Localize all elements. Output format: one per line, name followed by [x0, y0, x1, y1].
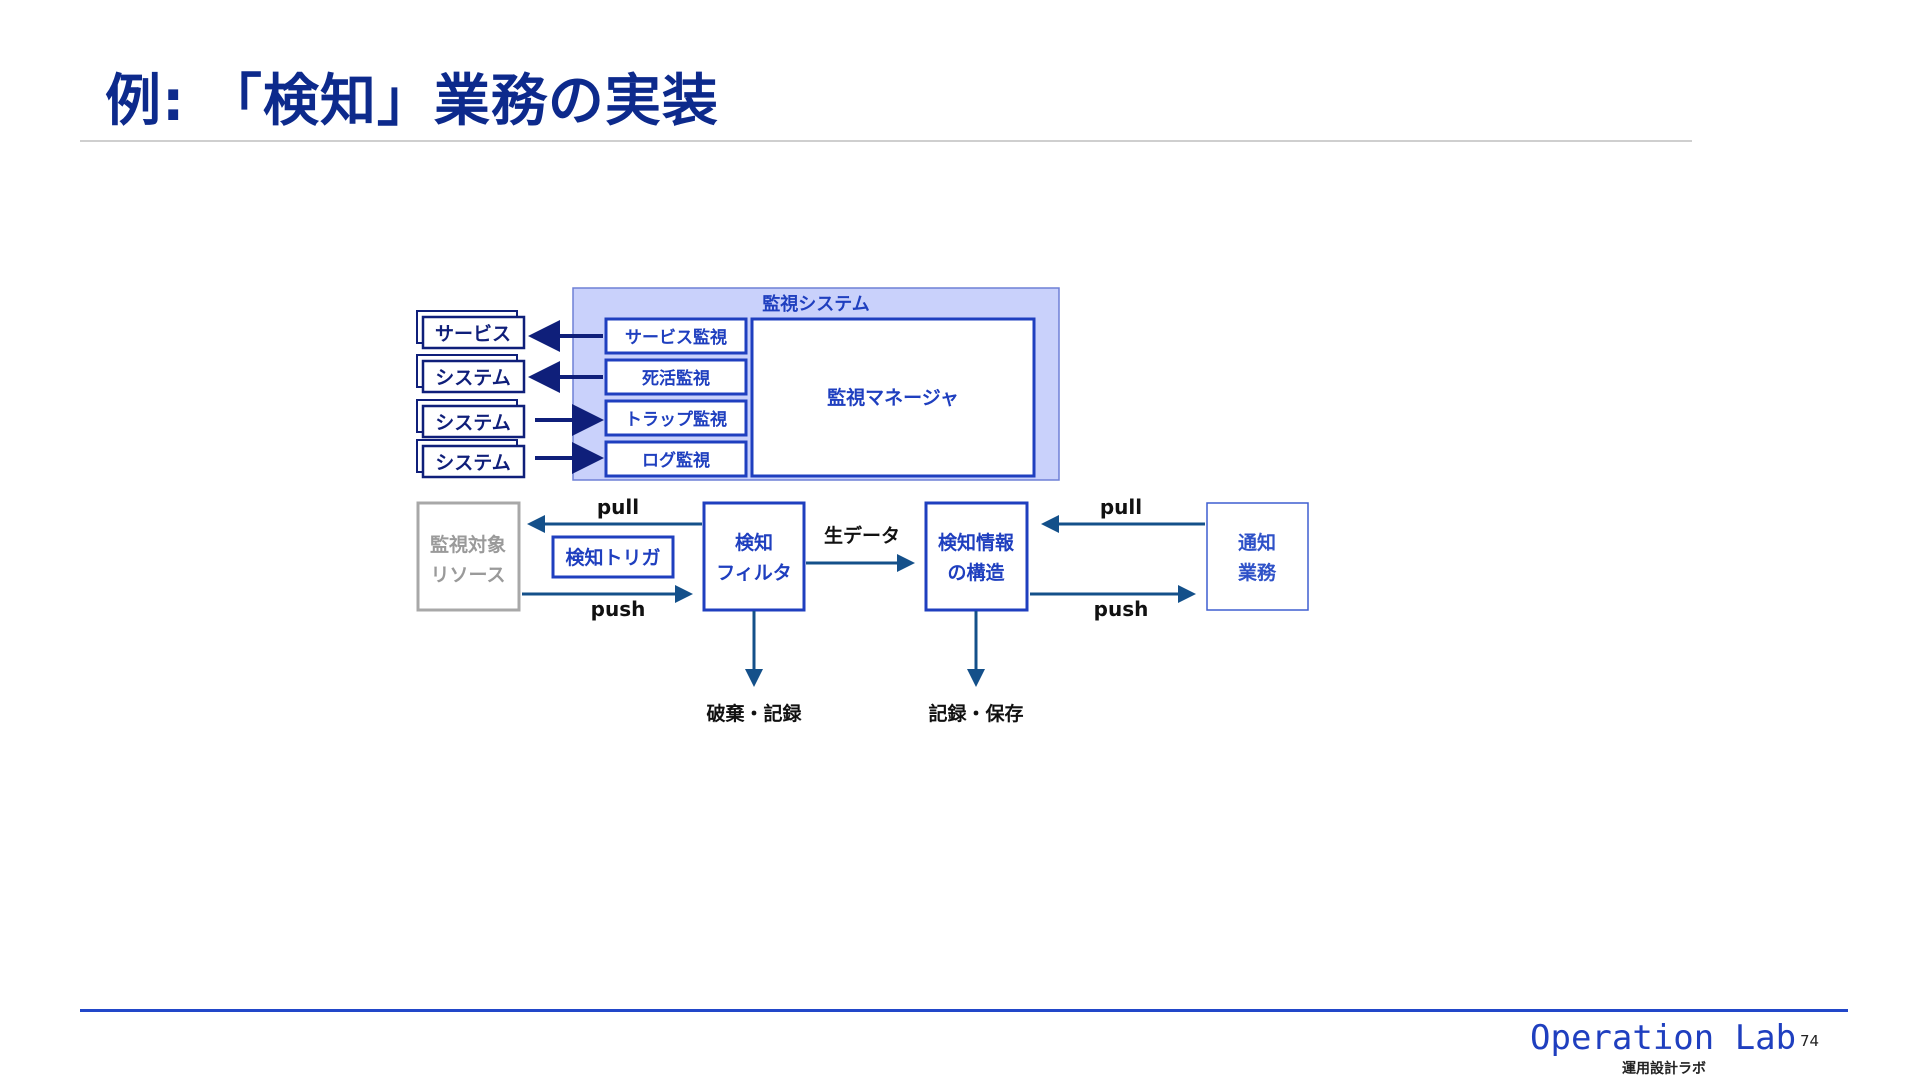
- pull-left-label: pull: [597, 495, 639, 519]
- record-store-label: 記録・保存: [928, 702, 1023, 725]
- monitored-resource-line1: 監視対象: [430, 533, 506, 556]
- push-right-label: push: [1094, 597, 1149, 621]
- detection-filter-line2: フィルタ: [716, 562, 792, 584]
- monitor-module-service: サービス監視: [604, 317, 748, 355]
- target-system-3: システム: [416, 439, 526, 479]
- detection-filter-line1: 検知: [735, 531, 773, 554]
- brand-subtitle: 運用設計ラボ: [1622, 1061, 1706, 1077]
- detection-info-line1: 検知情報: [938, 531, 1015, 554]
- monitoring-manager-label: 監視マネージャ: [827, 386, 959, 409]
- detection-trigger-label: 検知トリガ: [565, 546, 660, 569]
- monitor-module-log-label: ログ監視: [642, 450, 710, 471]
- monitor-module-service-label: サービス監視: [625, 327, 727, 348]
- target-system-2: システム: [416, 399, 526, 439]
- target-system-1: システム: [416, 354, 526, 394]
- notification-task-line2: 業務: [1237, 561, 1277, 584]
- page-number: 74: [1800, 1032, 1820, 1050]
- monitor-module-log: ログ監視: [604, 440, 748, 478]
- target-system-1-label: システム: [435, 367, 510, 389]
- notification-task-line1: 通知: [1238, 531, 1276, 554]
- monitoring-manager: 監視マネージャ: [750, 317, 1036, 478]
- raw-data-label: 生データ: [824, 524, 900, 547]
- detection-filter-box: 検知 フィルタ: [702, 501, 806, 612]
- monitor-module-trap: トラップ監視: [604, 399, 748, 437]
- footer-divider: [80, 1009, 1848, 1012]
- monitoring-system-label: 監視システム: [762, 293, 869, 315]
- slide-title: 例: 「検知」業務の実装: [105, 69, 719, 134]
- title-divider: [80, 140, 1692, 142]
- notification-task-box: 通知 業務: [1206, 502, 1309, 611]
- target-system-2-label: システム: [435, 412, 510, 434]
- detection-trigger-box: 検知トリガ: [551, 535, 675, 579]
- brand-logo-text: Operation Lab: [1530, 1018, 1797, 1058]
- monitor-module-alive-label: 死活監視: [642, 368, 710, 389]
- pull-right-label: pull: [1100, 495, 1142, 519]
- target-service-label: サービス: [435, 323, 511, 345]
- monitor-module-trap-label: トラップ監視: [625, 409, 727, 430]
- target-system-3-label: システム: [435, 452, 510, 474]
- monitor-module-alive: 死活監視: [604, 358, 748, 396]
- discard-record-label: 破棄・記録: [706, 702, 802, 725]
- target-service: サービス: [416, 310, 526, 350]
- detection-info-line2: の構造: [947, 561, 1005, 584]
- monitored-resource-line2: リソース: [430, 564, 505, 586]
- detection-info-box: 検知情報 の構造: [924, 501, 1029, 612]
- push-left-label: push: [591, 597, 646, 621]
- monitored-resource-box: 監視対象 リソース: [416, 501, 521, 612]
